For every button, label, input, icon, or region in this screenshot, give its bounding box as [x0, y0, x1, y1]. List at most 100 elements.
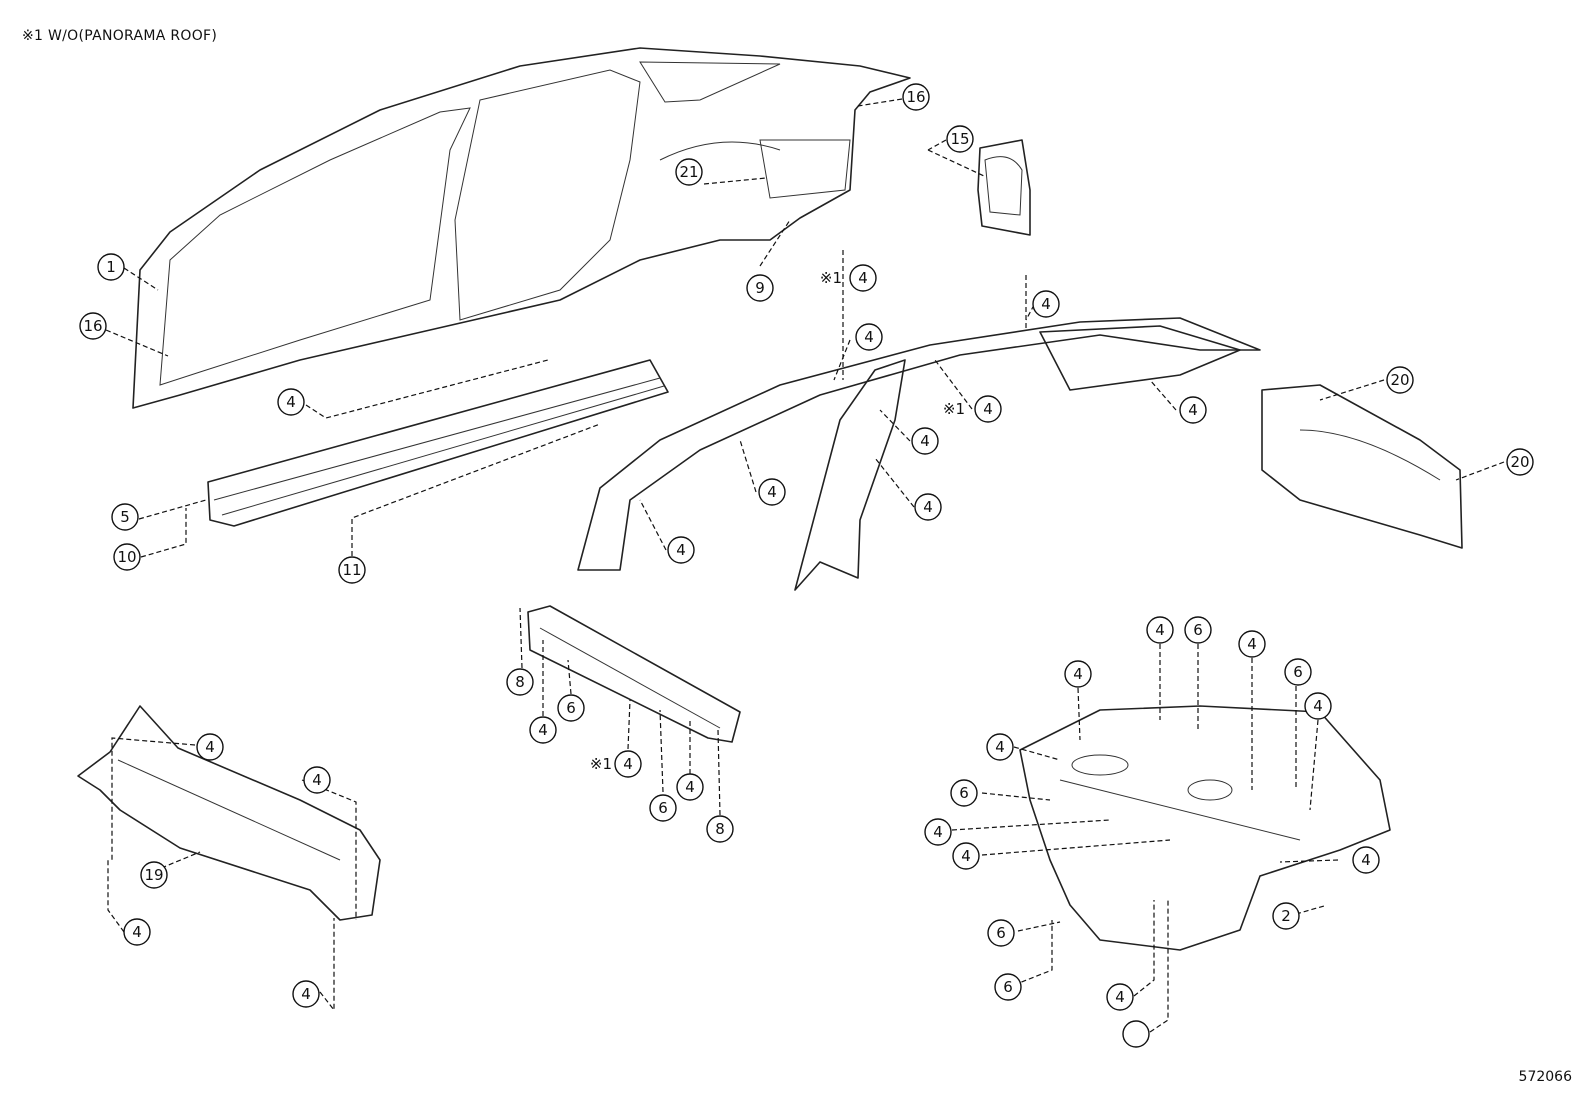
- svg-text:4: 4: [995, 738, 1005, 756]
- svg-text:6: 6: [996, 924, 1006, 942]
- svg-text:6: 6: [1193, 621, 1203, 639]
- callout-4-rail-front: 4: [758, 478, 786, 506]
- callout-19: 19: [140, 861, 168, 889]
- svg-text:4: 4: [301, 985, 311, 1003]
- rear-floor-pan: [1019, 705, 1391, 951]
- svg-text:4: 4: [1155, 621, 1165, 639]
- svg-text:4: 4: [933, 823, 943, 841]
- svg-text:6: 6: [566, 699, 576, 717]
- side-outer-panel: [132, 47, 911, 409]
- callout-4-cowl-right: 4: [303, 766, 331, 794]
- svg-text:9: 9: [755, 279, 765, 297]
- callout-4-floor-right: 4: [1304, 692, 1332, 720]
- svg-text:4: 4: [864, 328, 874, 346]
- callout-4-quarter: 4: [1179, 396, 1207, 424]
- callout-6-cross-right: 6: [649, 794, 677, 822]
- callout-4-floor-left-c: 4: [952, 842, 980, 870]
- svg-text:4: 4: [920, 432, 930, 450]
- conditional-mark-crossmember-4: ※1: [590, 755, 612, 773]
- callout-20-top: 20: [1386, 366, 1414, 394]
- callout-15: 15: [946, 125, 974, 153]
- svg-text:4: 4: [1361, 851, 1371, 869]
- svg-text:8: 8: [515, 673, 525, 691]
- center-b-pillar: [794, 359, 906, 591]
- callout-4-floor-top-b: 4: [1238, 630, 1266, 658]
- svg-text:16: 16: [83, 317, 102, 335]
- svg-text:4: 4: [312, 771, 322, 789]
- callout-2: 6: [987, 919, 1015, 947]
- callout-9: 9: [746, 274, 774, 302]
- svg-text:4: 4: [1073, 665, 1083, 683]
- callout-21: 21: [675, 158, 703, 186]
- roof-cross-member: [527, 605, 741, 743]
- callout-16-rear: 16: [902, 83, 930, 111]
- svg-text:4: 4: [286, 393, 296, 411]
- svg-text:4: 4: [1247, 635, 1257, 653]
- svg-text:6: 6: [658, 799, 668, 817]
- callout-4-rail-cond: 4: [974, 395, 1002, 423]
- svg-text:4: 4: [676, 541, 686, 559]
- svg-text:20: 20: [1510, 453, 1529, 471]
- callout-6-floor-left: 4: [924, 818, 952, 846]
- cowl-dash-panel: [77, 705, 381, 921]
- callout-4-floor-left-top: 4: [1064, 660, 1092, 688]
- svg-text:4: 4: [767, 483, 777, 501]
- svg-text:4: 4: [923, 498, 933, 516]
- callout-4-cross-right: 4: [676, 773, 704, 801]
- svg-text:6: 6: [1003, 978, 1013, 996]
- figure-number: 572066: [1518, 1069, 1572, 1085]
- svg-text:20: 20: [1390, 371, 1409, 389]
- callout-4-floor-left-a: 4: [986, 733, 1014, 761]
- svg-text:2: 2: [1281, 907, 1291, 925]
- callout-1: 1: [97, 253, 125, 281]
- svg-text:1: 1: [106, 258, 116, 276]
- callout-6-cross-left: 6: [557, 694, 585, 722]
- rear-quarter-inner-panel: [1261, 384, 1463, 549]
- callout-4-a-pillar: 4: [667, 536, 695, 564]
- rocker-sill-panel: [207, 359, 669, 527]
- svg-text:4: 4: [983, 400, 993, 418]
- callout-4-floor-left-b: 6: [950, 779, 978, 807]
- svg-text:11: 11: [342, 561, 361, 579]
- callout-20-bottom: 20: [1506, 448, 1534, 476]
- svg-text:6: 6: [1293, 663, 1303, 681]
- svg-text:10: 10: [117, 548, 136, 566]
- inner-bracket-panel: [977, 139, 1031, 236]
- svg-text:19: 19: [144, 866, 163, 884]
- callout-16-front: 16: [79, 312, 107, 340]
- leader-lines: [105, 98, 1505, 1033]
- callout-4-roof-mid: 4: [855, 323, 883, 351]
- callout-4-floor-bottom: [1122, 1020, 1150, 1048]
- roof-side-rail: [577, 317, 1261, 571]
- callout-4-floor-right-c: 2: [1272, 902, 1300, 930]
- callout-8-right: 8: [706, 815, 734, 843]
- svg-text:15: 15: [950, 130, 969, 148]
- svg-text:21: 21: [679, 163, 698, 181]
- callout-4-cowl-lower: 4: [292, 980, 320, 1008]
- callout-4-floor-right-b: 4: [1352, 846, 1380, 874]
- svg-text:4: 4: [205, 738, 215, 756]
- svg-text:4: 4: [1313, 697, 1323, 715]
- callout-4-cowl-bottom: 4: [123, 918, 151, 946]
- svg-text:4: 4: [685, 778, 695, 796]
- callout-4-cowl-top: 4: [196, 733, 224, 761]
- callout-6-floor-bottom-b: 4: [1106, 983, 1134, 1011]
- conditional-mark-roof-4: ※1: [820, 269, 842, 287]
- svg-text:4: 4: [961, 847, 971, 865]
- callout-4-pillar-top: 4: [911, 427, 939, 455]
- callout-6-floor-bottom-a: 6: [994, 973, 1022, 1001]
- svg-text:4: 4: [538, 721, 548, 739]
- panorama-roof-note: ※1 W/O(PANORAMA ROOF): [22, 28, 218, 44]
- callout-6-floor-right: 6: [1284, 658, 1312, 686]
- conditional-mark-rail-4: ※1: [943, 400, 965, 418]
- svg-text:8: 8: [715, 820, 725, 838]
- svg-text:4: 4: [1041, 295, 1051, 313]
- callout-4-floor-top-a: 4: [1146, 616, 1174, 644]
- svg-text:16: 16: [906, 88, 925, 106]
- svg-text:6: 6: [959, 784, 969, 802]
- callout-4-cross-cond: 4: [614, 750, 642, 778]
- callout-10: 10: [113, 543, 141, 571]
- callout-11: 11: [338, 556, 366, 584]
- callout-8-left: 8: [506, 668, 534, 696]
